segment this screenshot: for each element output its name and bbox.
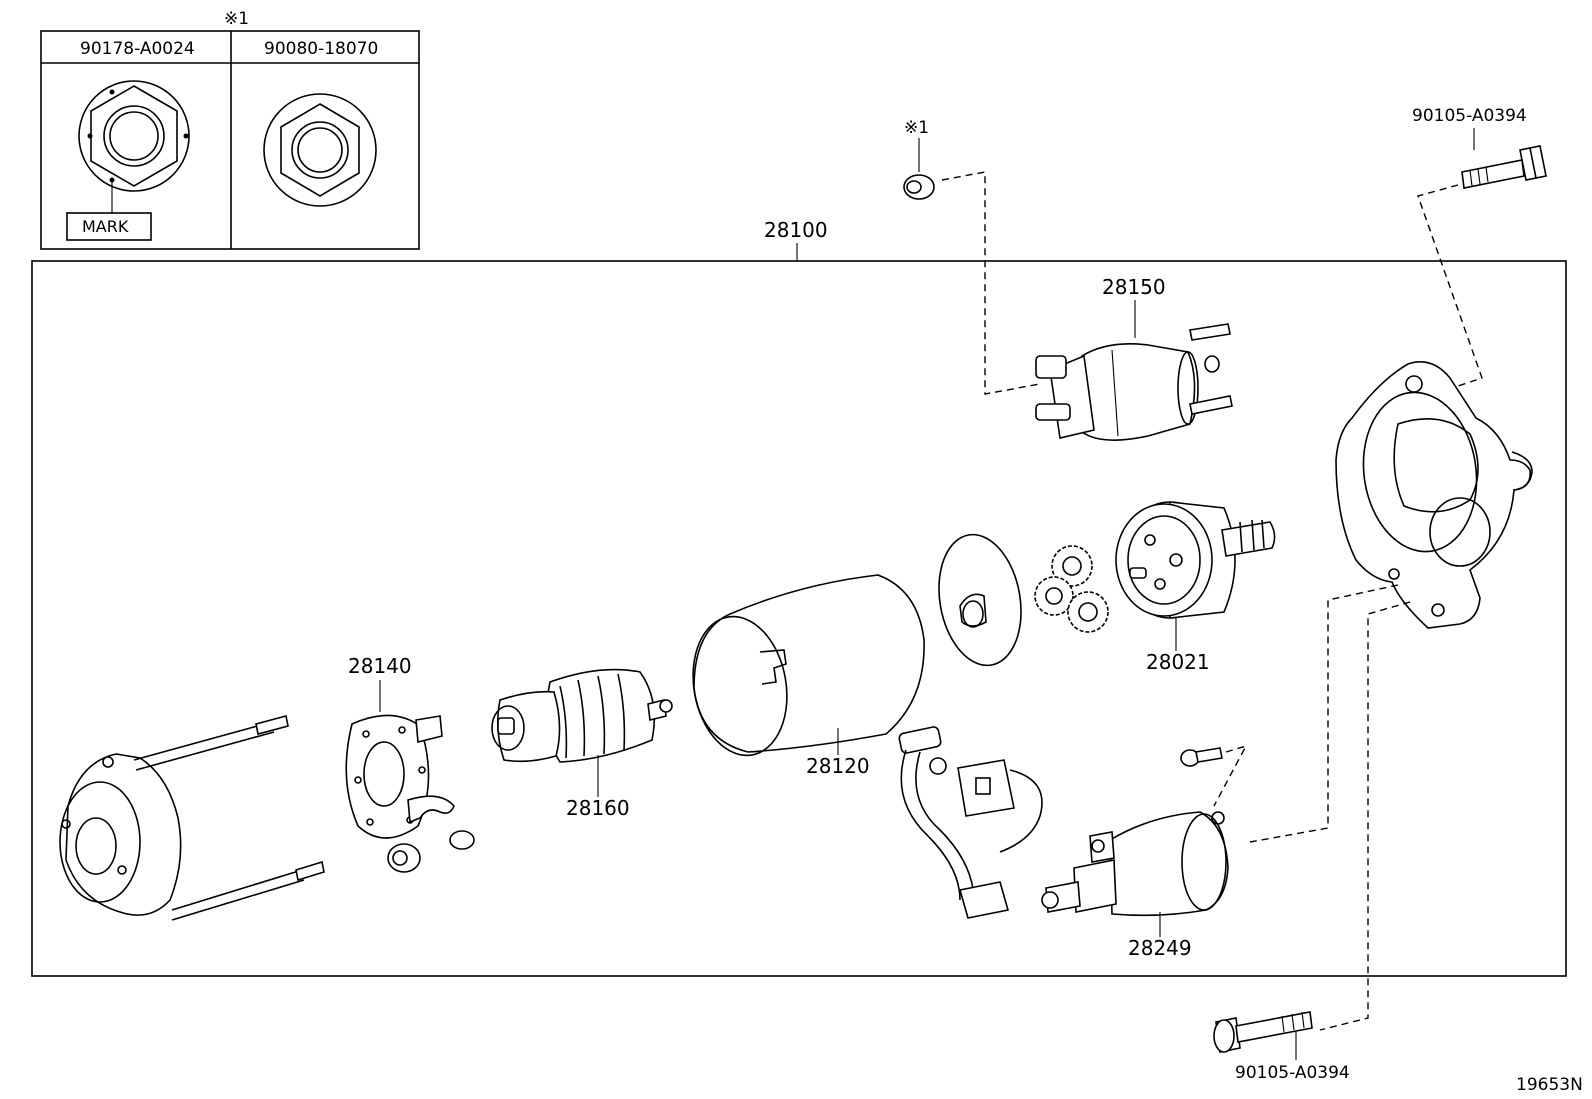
small-nut-icon[interactable] (903, 174, 935, 200)
label-28100[interactable]: 28100 (764, 218, 828, 242)
mark-box (66, 212, 152, 241)
top-bolt-icon[interactable] (1461, 145, 1547, 189)
bottom-bolt-icon[interactable] (1213, 1011, 1313, 1053)
drive-housing-icon[interactable] (1335, 361, 1533, 629)
inset-note-mark: ※1 (224, 9, 249, 29)
inset-part-90080[interactable]: 90080-18070 (264, 39, 378, 59)
relay-icon[interactable] (1041, 811, 1229, 917)
label-28160[interactable]: 28160 (566, 796, 630, 820)
brush-nut-icon[interactable] (387, 843, 421, 873)
clutch-assembly-icon[interactable] (1115, 501, 1276, 619)
wire-harness-icon[interactable] (898, 726, 1043, 919)
nut-variant-table: ※1 90178-A0024 90080-18070 MARK (40, 9, 420, 250)
label-nut-note: ※1 (904, 118, 929, 138)
planetary-gears-icon[interactable] (1034, 545, 1109, 633)
plain-nut-icon (263, 93, 377, 207)
armature-icon[interactable] (491, 668, 673, 763)
relay-bolt-icon[interactable] (1180, 747, 1223, 767)
assembly-frame (31, 260, 1567, 977)
internal-gear-disc-icon[interactable] (929, 528, 1031, 672)
solenoid-switch-icon[interactable] (1035, 323, 1233, 441)
brush-holder-icon[interactable] (345, 714, 475, 850)
mark-label: MARK (82, 217, 129, 236)
end-frame-icon[interactable] (59, 715, 325, 921)
label-28150[interactable]: 28150 (1102, 275, 1166, 299)
label-bolt-bottom[interactable]: 90105-A0394 (1235, 1063, 1350, 1083)
label-28021[interactable]: 28021 (1146, 650, 1210, 674)
nut-with-mark-icon (78, 80, 190, 213)
yoke-housing-icon[interactable] (683, 574, 925, 763)
label-28140[interactable]: 28140 (348, 654, 412, 678)
diagram-id: 19653N (1516, 1075, 1583, 1095)
inset-part-90178[interactable]: 90178-A0024 (80, 39, 195, 59)
label-bolt-top[interactable]: 90105-A0394 (1412, 106, 1527, 126)
label-28120[interactable]: 28120 (806, 754, 870, 778)
label-28249[interactable]: 28249 (1128, 936, 1192, 960)
